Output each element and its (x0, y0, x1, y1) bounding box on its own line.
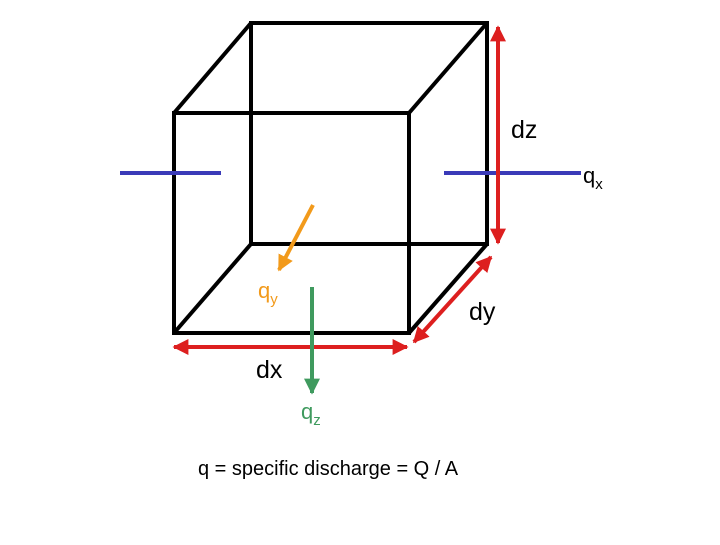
qx-label-sub: x (595, 176, 603, 193)
cube-edge-top-right (407, 21, 489, 115)
qz-label: qz (301, 399, 321, 429)
qy-label-sub: y (270, 291, 278, 308)
qx-label: qx (583, 163, 603, 193)
qz-label-sub: z (313, 412, 321, 429)
cube-edge-top-left (172, 21, 253, 115)
cube-edge-bottom-left (172, 242, 253, 335)
qz-label-main: q (301, 399, 313, 424)
caption: q = specific discharge = Q / A (198, 458, 459, 480)
dz-label: dz (511, 116, 537, 144)
qy-label: qy (258, 278, 278, 308)
cube-front-face (172, 111, 411, 335)
dy-label: dy (469, 298, 496, 326)
qy-flow-arrow (277, 204, 315, 272)
qy-label-main: q (258, 278, 270, 303)
dx-label: dx (256, 356, 283, 384)
cube-back-face (249, 21, 489, 246)
cube-wireframe (172, 21, 489, 335)
dy-dimension-arrow (412, 255, 493, 344)
qx-label-main: q (583, 163, 595, 188)
